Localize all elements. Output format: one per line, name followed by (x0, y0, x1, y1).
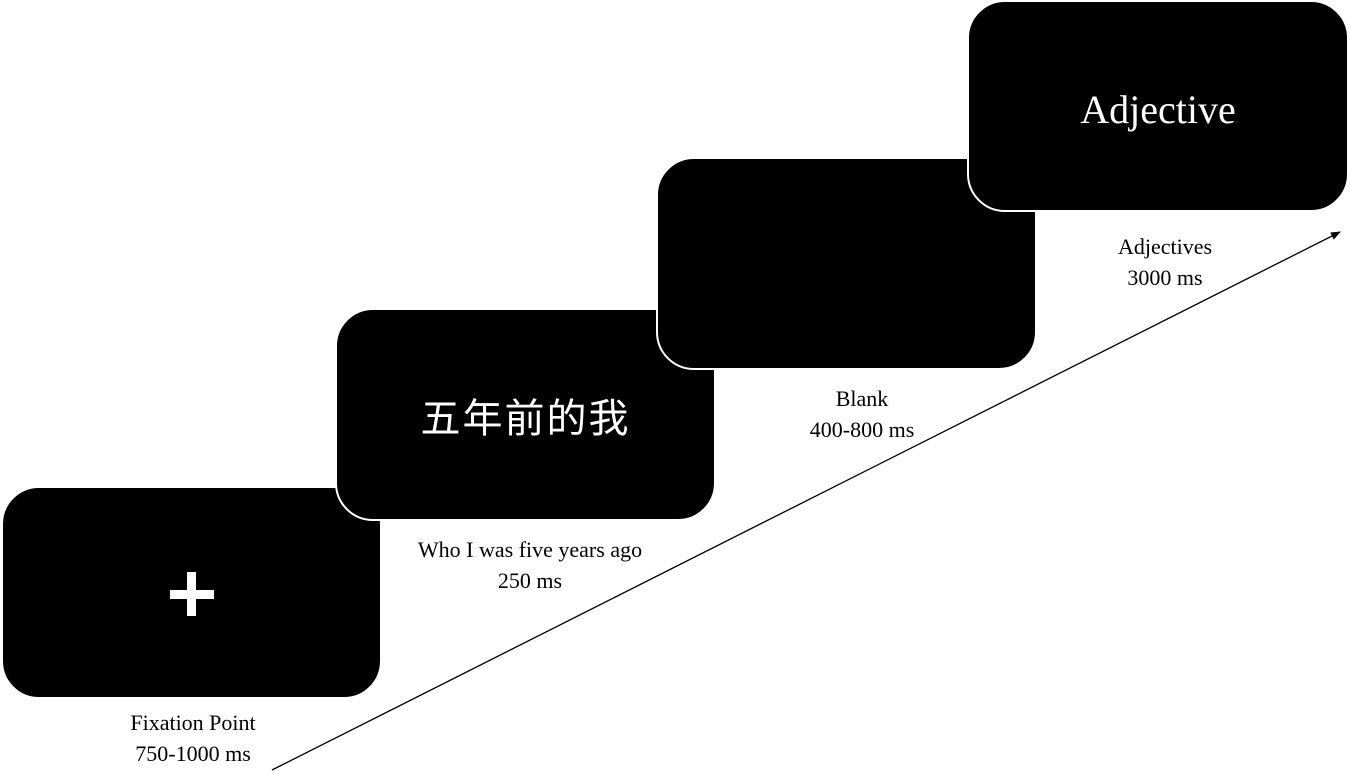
cue-stimulus-text: 五年前的我 (420, 395, 631, 442)
plus-icon-vertical-bar (187, 571, 196, 616)
fixation-screen (1, 486, 382, 699)
blank-caption: Blank 400-800 ms (742, 383, 982, 445)
fixation-caption: Fixation Point 750-1000 ms (93, 707, 293, 769)
plus-icon (169, 571, 214, 616)
blank-step-name: Blank (835, 386, 889, 411)
cue-screen: 五年前的我 (335, 308, 716, 521)
adjective-step-duration: 3000 ms (1127, 265, 1203, 290)
adjective-screen: Adjective (967, 0, 1349, 212)
cue-caption: Who I was five years ago 250 ms (370, 534, 690, 596)
blank-step-duration: 400-800 ms (809, 417, 915, 442)
adjective-caption: Adjectives 3000 ms (1065, 231, 1265, 293)
fixation-step-duration: 750-1000 ms (135, 741, 251, 766)
adjective-step-name: Adjectives (1117, 234, 1213, 259)
timeline-line (271, 231, 1341, 771)
adjective-stimulus-text: Adjective (1080, 87, 1236, 132)
cue-step-name: Who I was five years ago (417, 537, 643, 562)
cue-step-duration: 250 ms (497, 568, 563, 593)
fixation-step-name: Fixation Point (130, 710, 256, 735)
